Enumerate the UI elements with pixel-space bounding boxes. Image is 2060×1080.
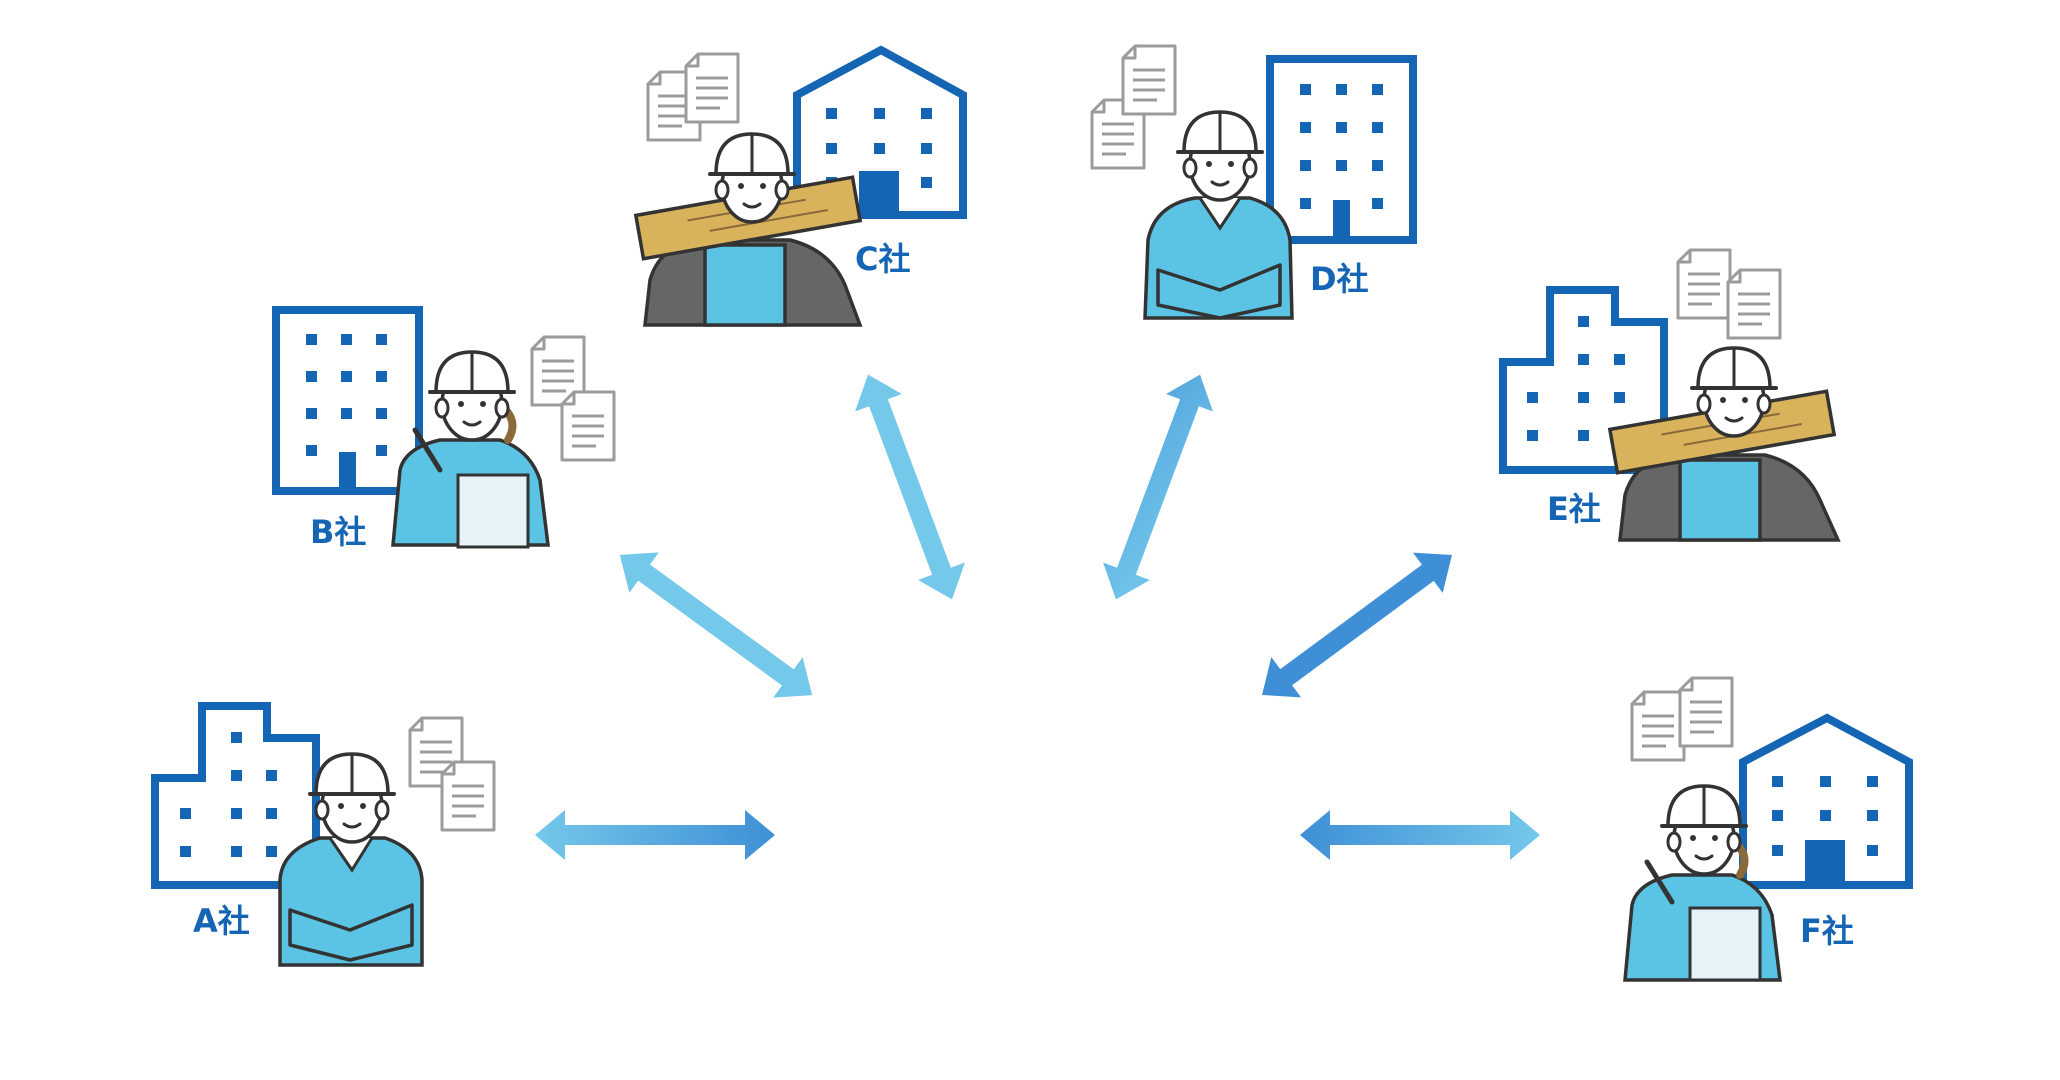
company-e: E社 <box>1499 248 1841 542</box>
documents-icon <box>1090 44 1177 170</box>
company-a: A社 <box>151 702 496 967</box>
company-c: C社 <box>633 45 967 327</box>
arrow-d <box>1103 374 1213 600</box>
company-label-f: F社 <box>1800 912 1854 950</box>
company-d: D社 <box>1090 44 1417 320</box>
arrow-c <box>855 374 965 600</box>
office-building-icon <box>272 306 423 495</box>
company-label-c: C社 <box>855 240 911 278</box>
construction-worker-icon <box>633 132 863 327</box>
company-label-a: A社 <box>193 902 250 940</box>
documents-icon <box>1676 248 1782 340</box>
office-building-icon <box>1739 713 1913 889</box>
arrow-a <box>535 810 775 860</box>
company-b: B社 <box>272 306 616 551</box>
office-building-icon <box>1266 55 1417 244</box>
company-label-d: D社 <box>1310 260 1369 298</box>
construction-worker-icon <box>278 752 424 967</box>
construction-worker-icon <box>1623 784 1782 982</box>
documents-icon <box>408 716 496 832</box>
documents-icon <box>530 335 616 462</box>
company-label-e: E社 <box>1547 490 1601 528</box>
company-label-b: B社 <box>310 513 366 551</box>
company-f: F社 <box>1623 676 1913 982</box>
office-building-icon <box>151 702 320 889</box>
construction-worker-icon <box>391 350 550 549</box>
documents-icon <box>1630 676 1734 762</box>
documents-icon <box>646 52 740 142</box>
arrow-b <box>619 552 813 698</box>
arrow-f <box>1300 810 1540 860</box>
arrow-e <box>1262 552 1452 698</box>
construction-worker-icon <box>1607 346 1841 542</box>
arrows-layer <box>535 374 1540 860</box>
construction-worker-icon <box>1143 110 1294 320</box>
